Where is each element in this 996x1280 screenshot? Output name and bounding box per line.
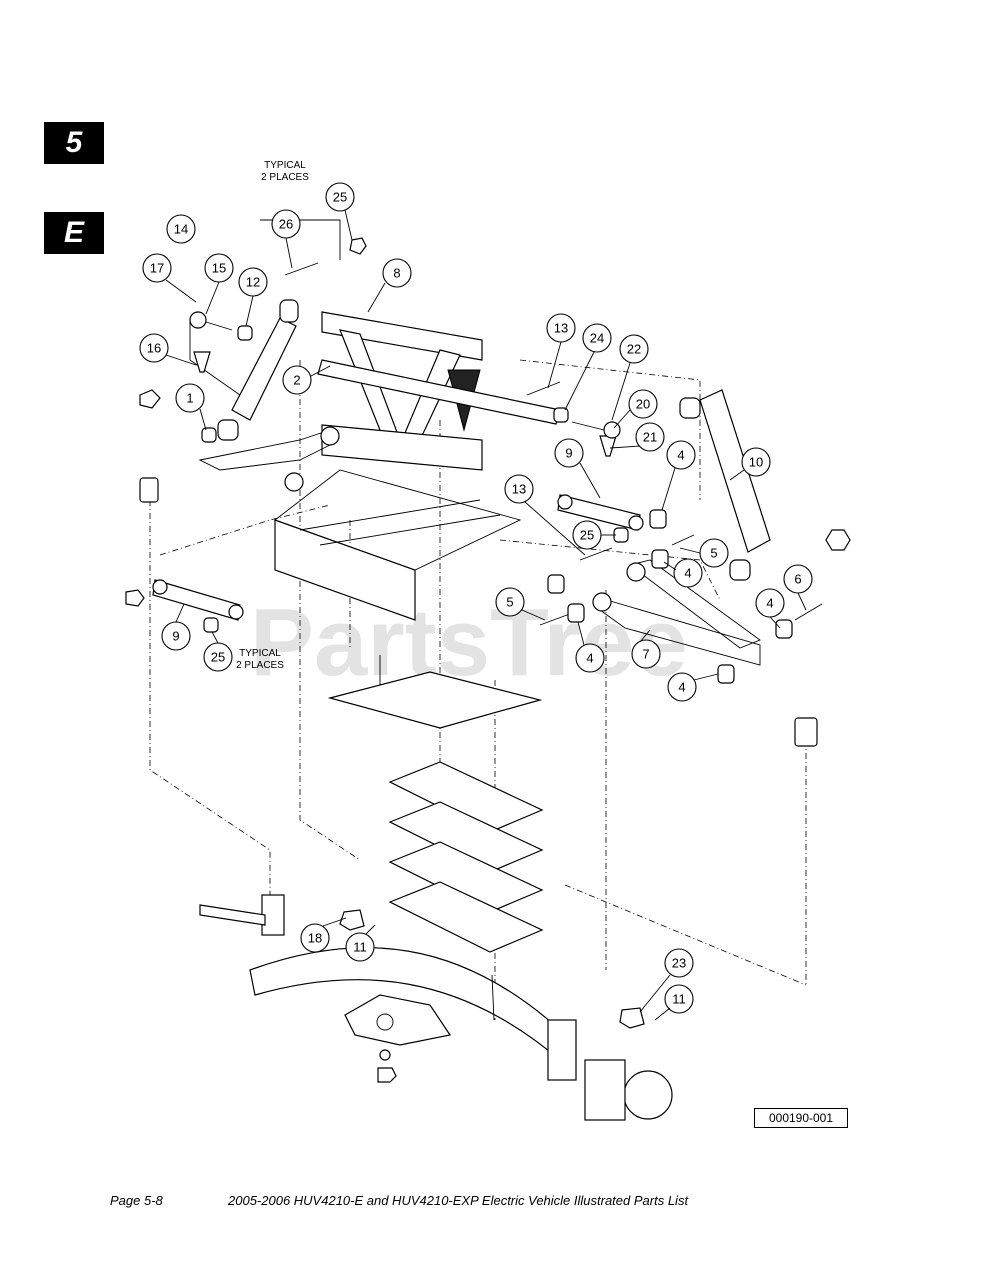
bushings-and-nuts	[125, 237, 851, 1083]
callout-10: 10	[741, 447, 771, 477]
svg-text:11: 11	[672, 992, 686, 1007]
callout-8: 8	[382, 258, 412, 288]
callout-23: 23	[664, 948, 694, 978]
callout-26: 26	[271, 209, 301, 239]
section-tab-e: E	[44, 212, 104, 254]
reference-number: 000190-001	[754, 1108, 848, 1128]
svg-text:9: 9	[565, 446, 572, 461]
svg-text:7: 7	[642, 647, 649, 662]
svg-text:4: 4	[766, 596, 773, 611]
callout-11-right: 11	[664, 984, 694, 1014]
svg-text:12: 12	[246, 275, 260, 290]
svg-text:13: 13	[512, 482, 526, 497]
svg-text:6: 6	[794, 572, 801, 587]
svg-text:25: 25	[580, 528, 594, 543]
svg-text:8: 8	[393, 266, 400, 281]
svg-text:14: 14	[174, 222, 188, 237]
leaf-spring-pack	[327, 671, 544, 953]
callout-4-b: 4	[673, 558, 703, 588]
bolts	[284, 262, 823, 1021]
callout-2: 2	[282, 365, 312, 395]
tie-rod-ends	[189, 311, 621, 439]
callout-4-c: 4	[755, 588, 785, 618]
footer-title: 2005-2006 HUV4210-E and HUV4210-EXP Elec…	[228, 1193, 689, 1208]
callout-5-left: 5	[495, 587, 525, 617]
callout-22: 22	[619, 334, 649, 364]
callout-6: 6	[783, 564, 813, 594]
callout-9-left: 9	[161, 621, 191, 651]
svg-text:22: 22	[627, 342, 641, 357]
watermark: PartsTree	[250, 589, 688, 696]
svg-text:20: 20	[636, 397, 650, 412]
svg-text:16: 16	[147, 341, 161, 356]
callout-18: 18	[300, 923, 330, 953]
svg-text:24: 24	[590, 331, 604, 346]
svg-text:13: 13	[554, 321, 568, 336]
svg-text:10: 10	[749, 455, 763, 470]
callout-9-right: 9	[554, 438, 584, 468]
callout-15: 15	[204, 253, 234, 283]
right-link-arm	[557, 494, 644, 531]
svg-text:2: 2	[293, 373, 300, 388]
lower-a-arm	[592, 559, 761, 666]
svg-text:15: 15	[212, 261, 226, 276]
svg-text:9: 9	[172, 629, 179, 644]
footer-page-number: Page 5-8	[110, 1193, 163, 1208]
callout-4-d: 4	[575, 643, 605, 673]
svg-text:18: 18	[308, 931, 322, 946]
svg-text:5: 5	[710, 546, 717, 561]
callout-17: 17	[142, 253, 172, 283]
callout-25-top: 25	[325, 182, 355, 212]
svg-text:23: 23	[672, 956, 686, 971]
callout-leaders	[165, 209, 807, 1021]
upper-left-arm	[198, 426, 340, 492]
typical-note-bottom-line2: 2 PLACES	[236, 660, 284, 671]
callout-12: 12	[238, 267, 268, 297]
left-link-arm	[152, 579, 244, 621]
callout-21: 21	[635, 422, 665, 452]
left-shock-absorber	[217, 299, 299, 441]
svg-text:21: 21	[643, 430, 657, 445]
callout-24: 24	[582, 323, 612, 353]
typical-note-top-line1: TYPICAL	[264, 160, 306, 171]
svg-text:4: 4	[684, 566, 691, 581]
callout-25-mid: 25	[572, 520, 602, 550]
callout-20: 20	[628, 389, 658, 419]
callout-4-a: 4	[666, 440, 696, 470]
svg-text:11: 11	[353, 940, 367, 955]
callout-25-bottom: 25	[203, 642, 233, 672]
callout-11-left: 11	[345, 932, 375, 962]
typical-note-bottom-line1: TYPICAL	[239, 648, 281, 659]
callout-14: 14	[166, 214, 196, 244]
typical-note-top-line2: 2 PLACES	[261, 172, 309, 183]
right-shock-absorber	[679, 389, 771, 581]
callout-5-right: 5	[699, 538, 729, 568]
callout-16: 16	[139, 333, 169, 363]
svg-text:25: 25	[211, 650, 225, 665]
svg-text:4: 4	[678, 680, 685, 695]
svg-text:4: 4	[586, 651, 593, 666]
callout-13-top: 13	[546, 313, 576, 343]
svg-text:4: 4	[677, 448, 684, 463]
callout-4-e: 4	[667, 672, 697, 702]
axle-mount-bracket	[344, 994, 451, 1046]
frame-plate	[274, 469, 522, 621]
svg-text:5: 5	[506, 595, 513, 610]
callout-13-mid: 13	[504, 474, 534, 504]
svg-text:25: 25	[333, 190, 347, 205]
svg-text:17: 17	[150, 261, 164, 276]
svg-text:1: 1	[186, 391, 193, 406]
svg-text:26: 26	[279, 217, 293, 232]
callout-1: 1	[175, 383, 205, 413]
section-tab-5: 5	[44, 122, 104, 164]
front-axle-beam	[199, 894, 673, 1121]
callout-7: 7	[631, 639, 661, 669]
cross-tube	[317, 359, 561, 425]
